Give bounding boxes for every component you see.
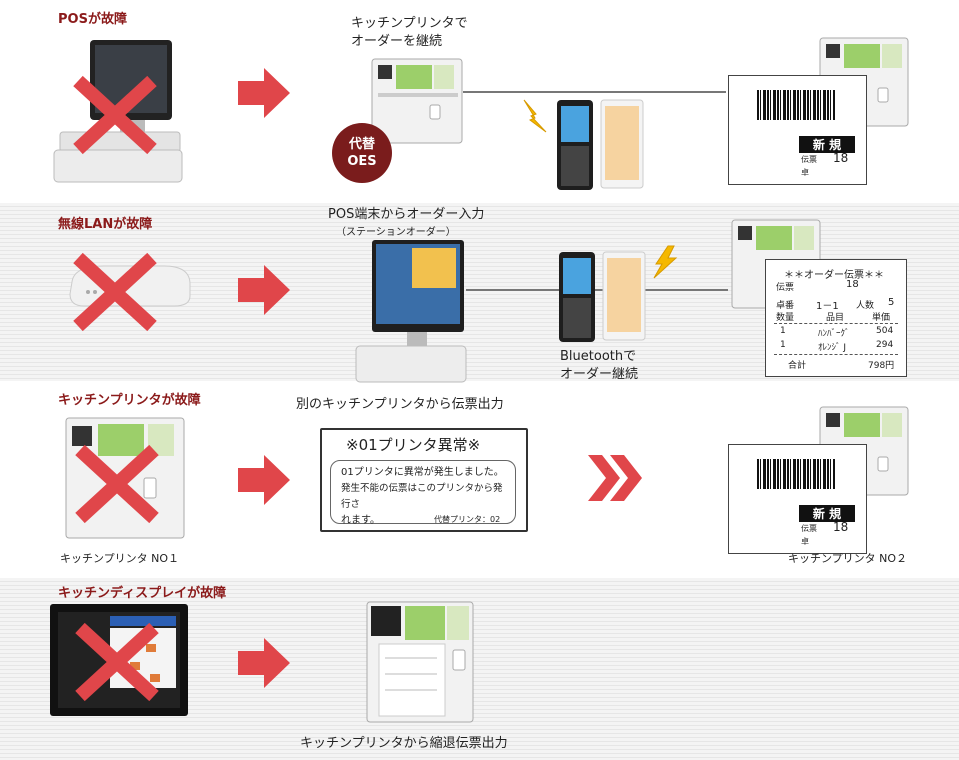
section-title-display: キッチンディスプレイが故障 (58, 586, 227, 601)
handheld-terminal-image-lan (559, 251, 646, 342)
ticket-extra-printer: 卓 (801, 537, 809, 546)
section-title-printer: キッチンプリンタが故障 (58, 393, 201, 408)
oes-badge-line1: 代替 (348, 137, 375, 152)
order-row-2-price: 294 (876, 340, 894, 350)
ticket-number-printer: 18 (833, 520, 849, 534)
wireless-signal-icon-pos (523, 99, 547, 133)
arrow-icon-display (238, 638, 290, 688)
failure-x-icon-printer (75, 444, 159, 524)
lan-caption-line2: （ステーションオーダー） (336, 227, 456, 238)
printer-alert-line1: 01プリンタに異常が発生しました。 (341, 467, 504, 478)
connection-line-lan (466, 289, 728, 291)
section-title-pos: POSが故障 (58, 12, 127, 27)
lan-caption-line1: POS端末からオーダー入力 (328, 207, 485, 222)
ticket-field-pos: 伝票 (801, 155, 817, 164)
order-row-1-qty: 1 (780, 326, 786, 336)
ticket-slip-pos: 新 規 伝票 18 卓 (728, 75, 867, 185)
pos-caption-line1: キッチンプリンタで (351, 16, 468, 31)
ticket-slip-printer: 新 規 伝票 18 卓 (728, 444, 867, 554)
alternate-oes-badge: 代替 OES (332, 123, 392, 183)
order-row-2-item: ｵﾚﾝｼﾞ J (818, 343, 847, 353)
printer-label-no1: キッチンプリンタ NO１ (60, 552, 180, 565)
order-total-value: 798円 (868, 361, 895, 371)
order-row-1-item: ﾊﾝﾊﾞｰｸﾞ (818, 329, 850, 339)
ticket-label-pos: 新 規 (799, 136, 855, 153)
order-slip-title: ＊＊オーダー伝票＊＊ (784, 270, 884, 281)
kitchen-printer-degraded-image (366, 601, 474, 723)
order-table-label: 卓番 (776, 301, 795, 311)
handheld-terminal-image-pos (557, 99, 644, 190)
printer-alert-title: ※01プリンタ異常※ (346, 436, 481, 454)
order-row-1-price: 504 (876, 326, 894, 336)
order-row-2-qty: 1 (780, 340, 786, 350)
order-slip-receipt: ＊＊オーダー伝票＊＊ 伝票 18 卓番 1－1 人数 5 数量 品目 単価 1 … (765, 259, 907, 377)
order-col-item: 品目 (826, 313, 845, 323)
ticket-field-printer: 伝票 (801, 524, 817, 533)
display-caption: キッチンプリンタから縮退伝票出力 (300, 736, 508, 751)
pos-station-image (355, 240, 467, 383)
failure-x-icon-pos (73, 75, 157, 155)
order-slip-label: 伝票 (776, 283, 795, 293)
section-title-lan: 無線LANが故障 (58, 217, 153, 232)
printer-alert-line2: 発生不能の伝票はこのプリンタから発行さ (341, 483, 503, 510)
failure-x-icon-display (75, 622, 159, 702)
double-chevron-icon (588, 455, 642, 501)
bluetooth-signal-icon (653, 245, 678, 279)
order-slip-number: 18 (846, 279, 859, 290)
printer-label-no2: キッチンプリンタ NO２ (788, 552, 908, 565)
printer-alert-footer: 代替プリンタ：02 (434, 515, 501, 524)
printer-alert-line3: れます。 (341, 515, 380, 526)
ticket-extra-pos: 卓 (801, 168, 809, 177)
printer-alert-dialog: ※01プリンタ異常※ 01プリンタに異常が発生しました。 発生不能の伝票はこのプ… (320, 428, 528, 532)
barcode-pos (757, 90, 835, 120)
bluetooth-caption-line1: Bluetoothで (560, 349, 637, 364)
ticket-label-printer: 新 規 (799, 505, 855, 522)
failure-x-icon-lan (73, 252, 157, 332)
order-col-price: 単価 (872, 313, 891, 323)
ticket-number-pos: 18 (833, 151, 849, 165)
printer-alert-message: 01プリンタに異常が発生しました。 発生不能の伝票はこのプリンタから発行さ れま… (330, 460, 516, 526)
barcode-printer (757, 459, 835, 489)
arrow-icon-lan (238, 265, 290, 315)
order-divider-2 (774, 354, 898, 355)
pos-caption-line2: オーダーを継続 (351, 34, 443, 49)
order-people-label: 人数 (856, 301, 875, 311)
connection-line-pos (463, 91, 726, 93)
kitchen-printer-image-pos (371, 58, 463, 144)
bluetooth-caption-line2: オーダー継続 (560, 367, 639, 382)
oes-badge-line2: OES (347, 154, 377, 169)
printer-caption: 別のキッチンプリンタから伝票出力 (296, 397, 504, 412)
order-total-label: 合計 (788, 361, 807, 371)
arrow-icon-printer (238, 455, 290, 505)
order-divider (774, 323, 898, 324)
order-people-count: 5 (888, 297, 895, 308)
order-col-qty: 数量 (776, 313, 795, 323)
arrow-icon-pos (238, 68, 290, 118)
order-table-number: 1－1 (816, 301, 839, 312)
